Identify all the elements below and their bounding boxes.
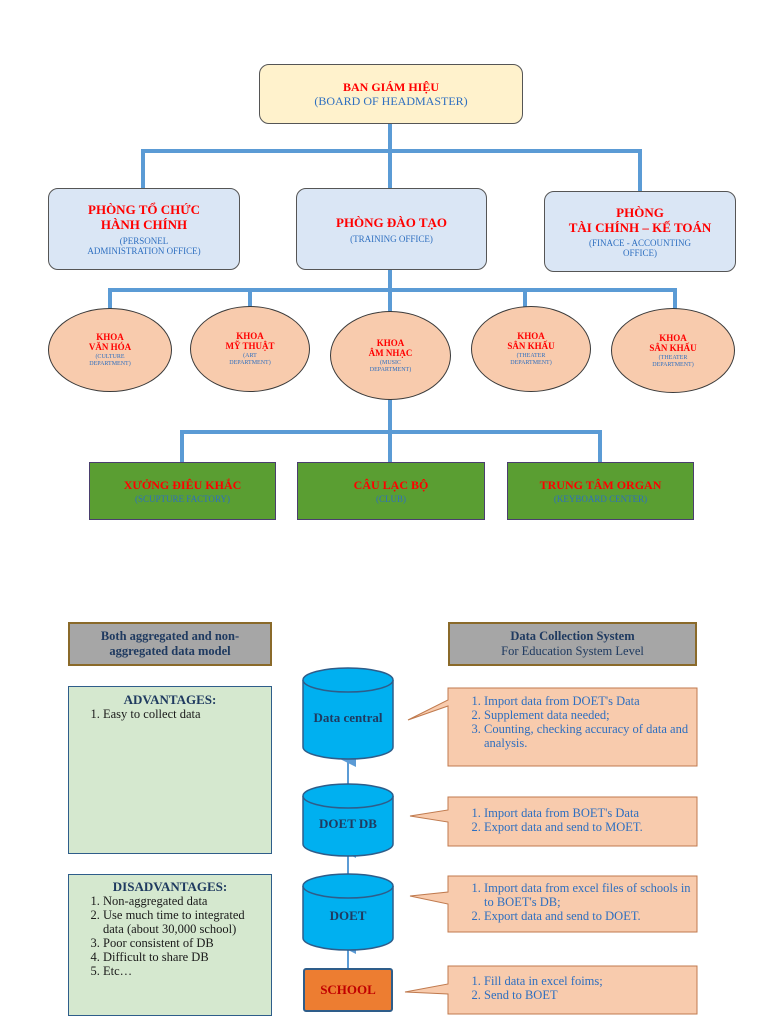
office-finance-subtitle-2: OFFICE) xyxy=(622,248,657,258)
unit-club-box: CÂU LẠC BỘ (CLUB) xyxy=(297,462,485,520)
callout-item: Send to BOET xyxy=(484,988,696,1002)
callout-data-central-text: Import data from DOET's Data Supplement … xyxy=(452,694,696,750)
node-school-box: SCHOOL xyxy=(303,968,393,1012)
office-finance-subtitle-1: (FINACE - ACCOUNTING xyxy=(589,238,691,248)
advantages-item: Easy to collect data xyxy=(103,707,271,721)
dept-music-subtitle-2: DEPARTMENT) xyxy=(369,366,412,373)
unit-sculpture-title: XƯỞNG ĐIÊU KHẮC xyxy=(123,478,242,492)
callout-item: Import data from excel files of schools … xyxy=(484,881,696,909)
unit-keyboard-title: TRUNG TÂM ORGAN xyxy=(539,478,662,492)
disadvantages-title: DISADVANTAGES: xyxy=(112,879,228,894)
callout-item: Export data and send to MOET. xyxy=(484,820,696,834)
disadvantages-item: Poor consistent of DB xyxy=(103,936,261,950)
dept-music-title-1: KHOA xyxy=(376,337,405,348)
node-doet-db-label: DOET DB xyxy=(319,816,377,831)
office-personnel-box: PHÒNG TỔ CHỨC HÀNH CHÍNH (PERSONEL ADMIN… xyxy=(48,188,240,270)
unit-sculpture-subtitle: (SCUPTURE FACTORY) xyxy=(135,494,230,504)
callout-doet xyxy=(409,875,698,933)
dept-theater-1-subtitle-2: DEPARTMENT) xyxy=(510,360,552,366)
dept-music-title-2: ÂM NHẠC xyxy=(368,347,413,358)
dept-art-ellipse: KHOA MỸ THUẬT (ART DEPARTMENT) xyxy=(190,306,310,392)
cylinder-doet-db xyxy=(302,783,394,857)
node-doet-label: DOET xyxy=(329,908,367,923)
disadvantages-list: Non-aggregated data Use much time to int… xyxy=(69,894,271,978)
unit-keyboard-box: TRUNG TÂM ORGAN (KEYBOARD CENTER) xyxy=(507,462,694,520)
dept-theater-2-subtitle-1: (THEATER xyxy=(658,354,688,361)
dept-culture-ellipse: KHOA VĂN HÓA (CULTURE DEPARTMENT) xyxy=(48,308,172,392)
disadvantages-item: Non-aggregated data xyxy=(103,894,261,908)
callout-item: Counting, checking accuracy of data and … xyxy=(484,722,696,750)
office-training-box: PHÒNG ĐÀO TẠO (TRAINING OFFICE) xyxy=(296,188,487,270)
unit-sculpture-box: XƯỞNG ĐIÊU KHẮC (SCUPTURE FACTORY) xyxy=(89,462,276,520)
dept-culture-title-2: VĂN HÓA xyxy=(88,342,132,352)
office-training-title: PHÒNG ĐÀO TẠO xyxy=(336,214,447,230)
office-personnel-subtitle-1: (PERSONEL xyxy=(119,236,169,246)
callout-school xyxy=(404,965,698,1015)
advantages-list: Easy to collect data xyxy=(69,707,271,721)
office-personnel-subtitle-2: ADMINISTRATION OFFICE) xyxy=(87,246,201,256)
callout-item: Fill data in excel foims; xyxy=(484,974,696,988)
callout-item: Export data and send to DOET. xyxy=(484,909,696,923)
node-data-central-label: Data central xyxy=(313,710,383,725)
data-model-header-line-2: aggregated data model xyxy=(109,644,231,658)
data-model-header: Both aggregated and non- aggregated data… xyxy=(68,622,272,666)
office-training-subtitle: (TRAINING OFFICE) xyxy=(350,233,433,244)
data-collection-header: Data Collection System For Education Sys… xyxy=(448,622,697,666)
dept-theater-1-subtitle-1: (THEATER xyxy=(516,353,546,359)
dept-culture-subtitle-1: (CULTURE xyxy=(95,354,125,360)
node-school-label: SCHOOL xyxy=(320,982,376,997)
dept-theater-2-subtitle-2: DEPARTMENT) xyxy=(652,361,694,368)
callout-school-text: Fill data in excel foims; Send to BOET xyxy=(452,974,696,1002)
disadvantages-item: Use much time to integrated data (about … xyxy=(103,908,261,936)
dept-theater-2-ellipse: KHOA SÂN KHẤU (THEATER DEPARTMENT) xyxy=(611,308,735,393)
cylinder-data-central xyxy=(302,667,394,760)
dept-art-subtitle-1: (ART xyxy=(243,353,257,359)
dept-theater-1-title-2: SÂN KHẤU xyxy=(507,341,555,351)
dept-culture-subtitle-2: DEPARTMENT) xyxy=(89,361,131,367)
dept-art-title-2: MỸ THUẬT xyxy=(225,341,275,351)
dept-art-subtitle-2: DEPARTMENT) xyxy=(229,360,271,366)
advantages-panel: ADVANTAGES: Easy to collect data xyxy=(68,686,272,854)
data-collection-subtitle: For Education System Level xyxy=(501,644,644,658)
disadvantages-panel: DISADVANTAGES: Non-aggregated data Use m… xyxy=(68,874,272,1016)
board-title: BAN GIÁM HIỆU xyxy=(342,80,439,94)
disadvantages-item: Etc… xyxy=(103,964,261,978)
unit-club-subtitle: (CLUB) xyxy=(376,494,406,504)
board-subtitle: (BOARD OF HEADMASTER) xyxy=(314,94,468,108)
office-finance-box: PHÒNG TÀI CHÍNH – KẾ TOÁN (FINACE - ACCO… xyxy=(544,191,736,272)
dept-theater-1-title-1: KHOA xyxy=(517,331,545,341)
callout-item: Supplement data needed; xyxy=(484,708,696,722)
dept-culture-title-1: KHOA xyxy=(96,332,124,342)
callout-doet-text: Import data from excel files of schools … xyxy=(452,881,696,923)
cylinder-doet xyxy=(302,873,394,951)
board-of-headmaster-box: BAN GIÁM HIỆU (BOARD OF HEADMASTER) xyxy=(259,64,523,124)
data-collection-title: Data Collection System xyxy=(510,629,635,643)
advantages-title: ADVANTAGES: xyxy=(123,692,217,707)
dept-art-title-1: KHOA xyxy=(236,331,264,341)
data-model-header-line-1: Both aggregated and non- xyxy=(100,629,240,643)
callout-doet-db xyxy=(409,796,698,847)
dept-music-ellipse: KHOA ÂM NHẠC (MUSIC DEPARTMENT) xyxy=(330,311,451,400)
unit-keyboard-subtitle: (KEYBOARD CENTER) xyxy=(553,494,648,504)
callout-item: Import data from BOET's Data xyxy=(484,806,696,820)
office-personnel-title-1: PHÒNG TỔ CHỨC xyxy=(88,202,200,217)
office-personnel-title-2: HÀNH CHÍNH xyxy=(100,217,188,232)
unit-club-title: CÂU LẠC BỘ xyxy=(353,478,429,492)
dept-music-subtitle-1: (MUSIC xyxy=(379,359,401,366)
office-finance-title-2: TÀI CHÍNH – KẾ TOÁN xyxy=(568,220,712,235)
disadvantages-item: Difficult to share DB xyxy=(103,950,261,964)
callout-doet-db-text: Import data from BOET's Data Export data… xyxy=(452,806,696,834)
dept-theater-2-title-1: KHOA xyxy=(659,332,687,343)
callout-item: Import data from DOET's Data xyxy=(484,694,696,708)
callout-data-central xyxy=(407,687,698,767)
dept-theater-2-title-2: SÂN KHẤU xyxy=(649,342,697,353)
dept-theater-1-ellipse: KHOA SÂN KHẤU (THEATER DEPARTMENT) xyxy=(471,306,591,392)
office-finance-title-1: PHÒNG xyxy=(616,205,664,220)
